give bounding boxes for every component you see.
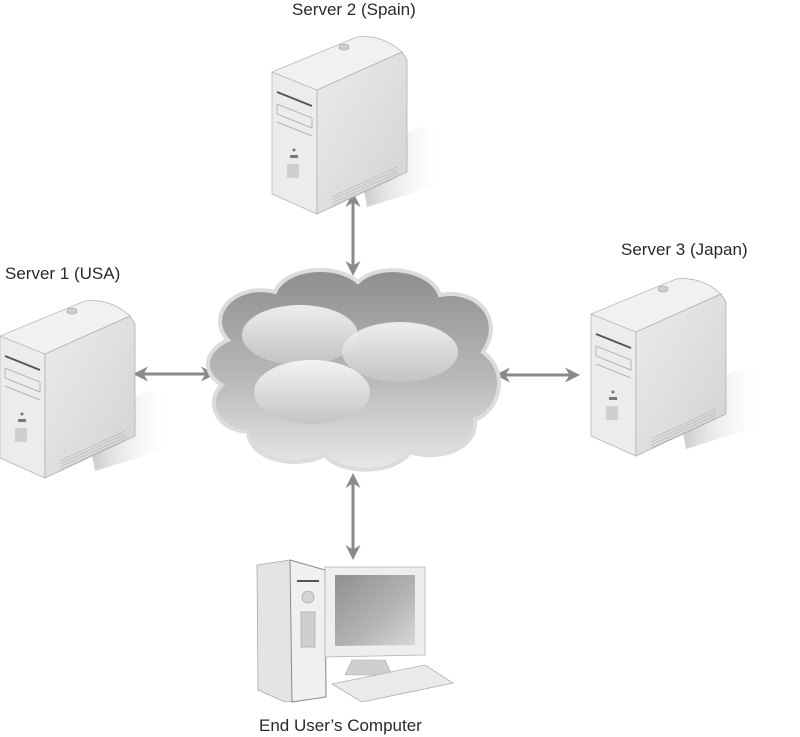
- server-tower-icon: [590, 277, 767, 457]
- server3-label: Server 3 (Japan): [621, 240, 748, 259]
- server1-label: Server 1 (USA): [5, 264, 121, 283]
- end-user-computer-label: End User’s Computer: [259, 716, 422, 735]
- server2-label: Server 2 (Spain): [292, 0, 416, 19]
- cloud-icon: [205, 268, 502, 472]
- server-tower-icon: [0, 299, 176, 479]
- server-tower-icon: [271, 35, 448, 216]
- desktop-computer-icon: [256, 559, 455, 703]
